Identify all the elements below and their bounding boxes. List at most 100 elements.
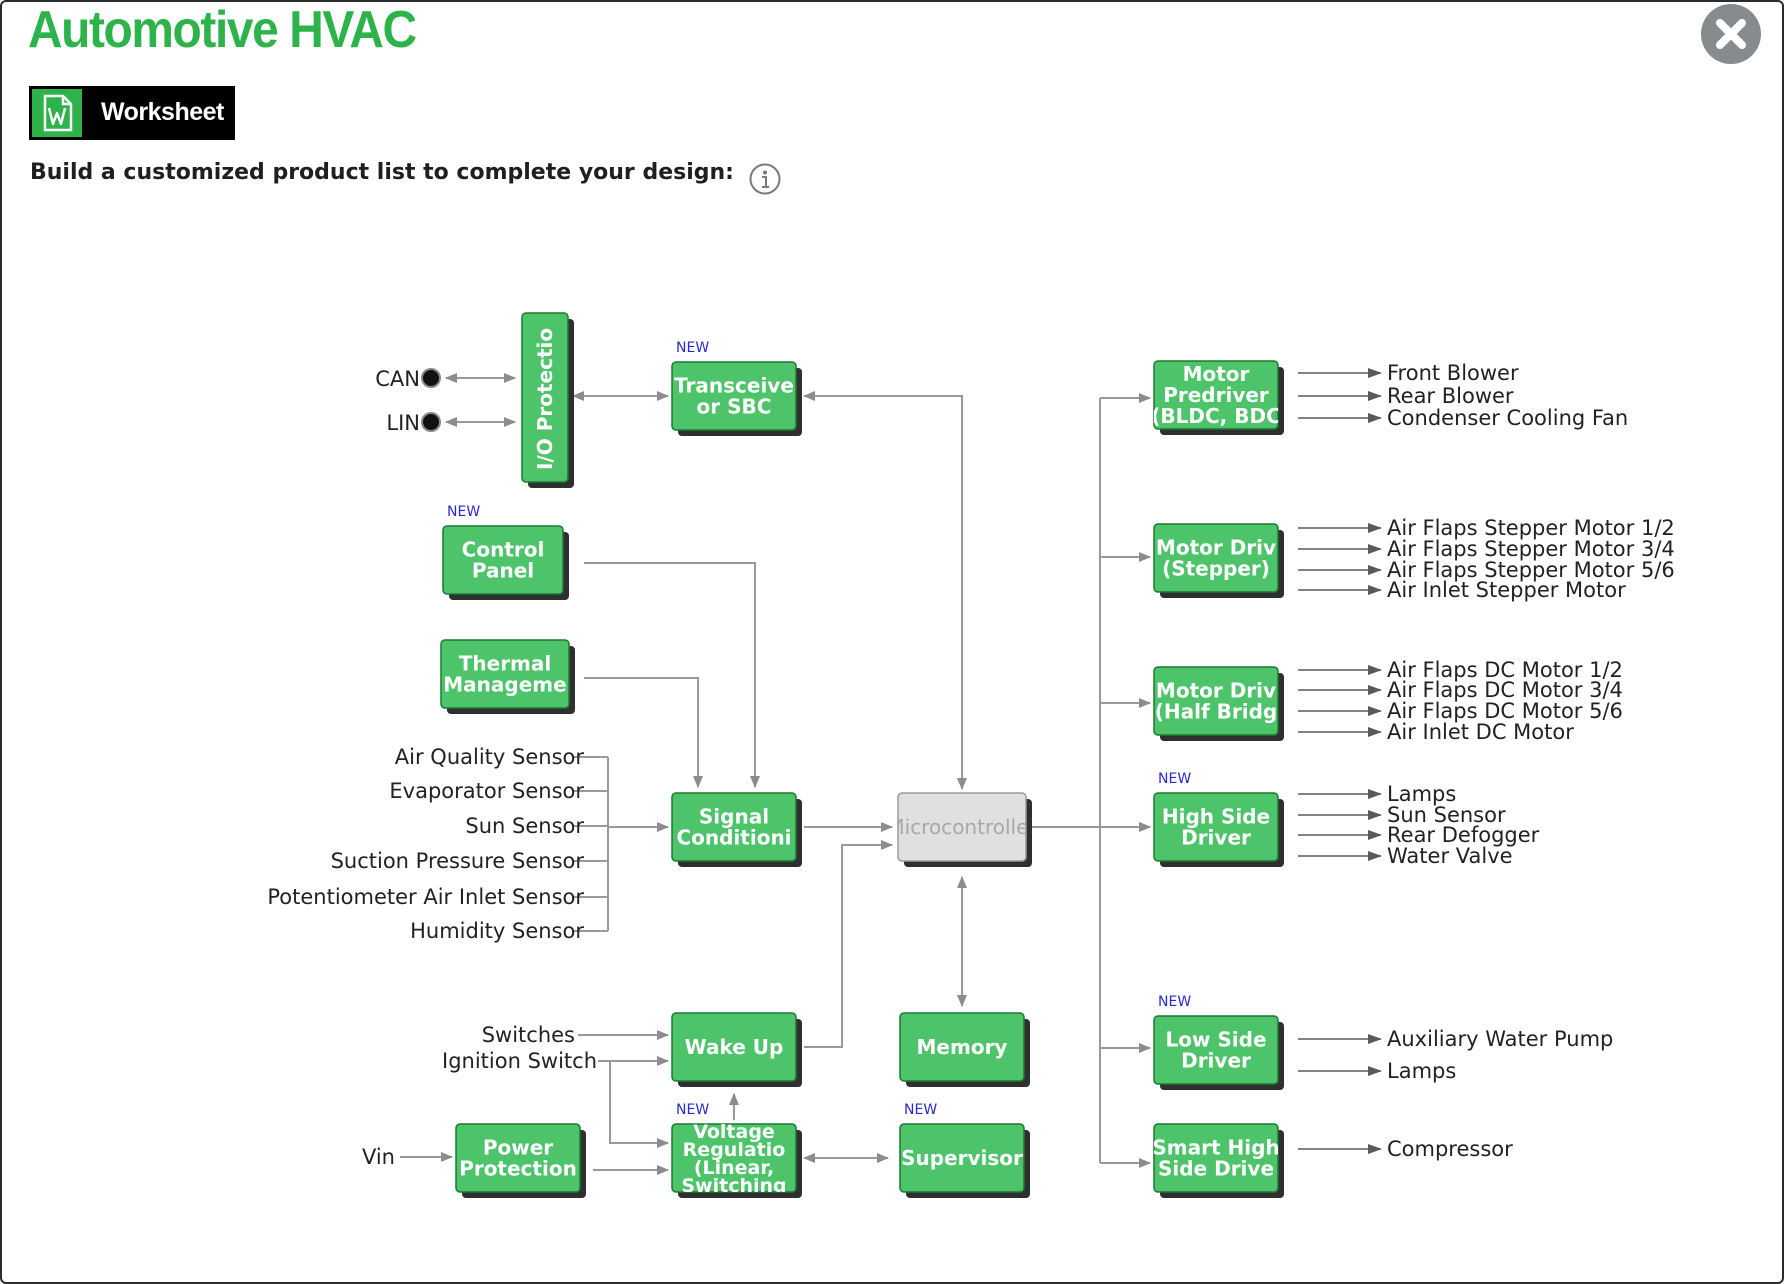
motor-predriver-box [1153,360,1279,430]
smart-high-side-driver-label: Side Drive [1158,1157,1274,1181]
signal-conditioning-box [671,792,797,862]
io-protection-block[interactable]: I/O Protectio [521,312,574,488]
wakeup-to-mcu [804,840,893,1048]
wake-input-label: Switches [482,1023,575,1047]
sensor-label: Suction Pressure Sensor [331,849,585,873]
voltage-regulation-label: Voltage [693,1121,775,1143]
output-label: Air Flaps DC Motor 1/2 [1387,658,1623,682]
wake-up-label: Wake Up [685,1035,784,1059]
sensor-label: Humidity Sensor [410,919,584,943]
motor-driver-half-bridge-block[interactable]: Motor Driv(Half Bridg [1153,666,1284,741]
motor-driver-half-bridge-label: (Half Bridg [1155,700,1278,724]
io-protection-text: I/O Protectio [533,328,557,470]
microcontroller-box [897,792,1027,862]
power-protection-label: Protection [459,1157,577,1181]
new-badge: NEW [676,1102,709,1118]
output-label: Air Flaps Stepper Motor 5/6 [1387,558,1675,582]
motor-driver-stepper-block[interactable]: Motor Driv(Stepper) [1153,523,1284,598]
memory-block[interactable]: Memory [899,1012,1030,1087]
io-protection-box [521,312,569,483]
thermal-management-label: Thermal [459,652,552,676]
design-prompt: Build a customized product list to compl… [30,160,734,185]
motor-driver-stepper-box [1153,523,1279,593]
bus-label-can: CAN [375,367,420,391]
power-input-label: Vin [362,1145,395,1169]
page-title: Automotive HVAC [28,1,417,59]
control-panel-label: Panel [472,559,534,583]
motor-driver-half-bridge-text: Motor Driv(Half Bridg [1155,679,1278,724]
output-label: Air Flaps Stepper Motor 3/4 [1387,537,1675,561]
smart-high-side-driver-label: Smart High [1152,1136,1279,1160]
thermal-management-box [440,639,570,709]
output-label: Water Valve [1387,844,1513,868]
motor-predriver-label: Motor [1183,362,1250,386]
memory-box [899,1012,1025,1082]
output-label: Air Inlet DC Motor [1387,720,1574,744]
new-badge: NEW [676,340,709,356]
info-icon[interactable] [748,162,782,196]
io-protection-label: I/O Protectio [533,328,557,470]
power-protection-label: Power [483,1136,553,1160]
high-side-driver-box [1153,792,1279,862]
output-label: Auxiliary Water Pump [1387,1027,1613,1051]
signal-conditioning-label: Signal [699,805,769,829]
supervisor-block[interactable]: Supervisor [899,1123,1030,1198]
motor-driver-half-bridge-label: Motor Driv [1156,679,1276,703]
sensor-label: Evaporator Sensor [389,779,584,803]
thermal-management-label: Manageme [443,673,566,697]
signal-conditioning-label: Conditioni [676,826,791,850]
motor-driver-stepper-label: Motor Driv [1156,536,1276,560]
sensor-label: Sun Sensor [465,814,584,838]
microcontroller-label: Microcontroller [887,815,1037,839]
low-side-driver-box [1153,1015,1279,1085]
motor-driver-half-bridge-box [1153,666,1279,736]
low-side-driver-label: Low Side [1165,1028,1266,1052]
motor-driver-stepper-text: Motor Driv(Stepper) [1156,536,1276,581]
wake-up-box [671,1012,797,1082]
output-label: Rear Defogger [1387,823,1540,847]
output-label: Air Flaps DC Motor 5/6 [1387,699,1623,723]
voltage-regulation-label: Switching [681,1175,786,1197]
wake-up-block[interactable]: Wake Up [671,1012,802,1087]
new-badge: NEW [1158,994,1191,1010]
transceiver-label: or SBC [697,395,772,419]
output-label: Front Blower [1387,361,1519,385]
close-button[interactable] [1701,4,1761,64]
output-label: Compressor [1387,1137,1513,1161]
supervisor-text: Supervisor [901,1146,1023,1170]
microcontroller-text: Microcontroller [887,815,1037,839]
control-panel-box [442,525,564,595]
motor-predriver-label: (BLDC, BDC [1151,404,1281,428]
bus-label-lin: LIN [386,411,420,435]
output-label: Lamps [1387,782,1456,806]
high-side-driver-label: Driver [1181,826,1251,850]
supervisor-box [899,1123,1025,1193]
output-label: Air Inlet Stepper Motor [1387,578,1626,602]
bus-terminal [421,412,441,432]
microcontroller-block: Microcontroller [887,792,1037,867]
thermal-link [584,677,703,788]
transceiver-box [671,361,797,431]
control-panel-label: Control [462,538,545,562]
new-badge: NEW [447,504,480,520]
wake-up-text: Wake Up [685,1035,784,1059]
low-side-driver-label: Driver [1181,1049,1251,1073]
new-badge: NEW [904,1102,937,1118]
worksheet-button[interactable]: Worksheet [29,86,235,140]
